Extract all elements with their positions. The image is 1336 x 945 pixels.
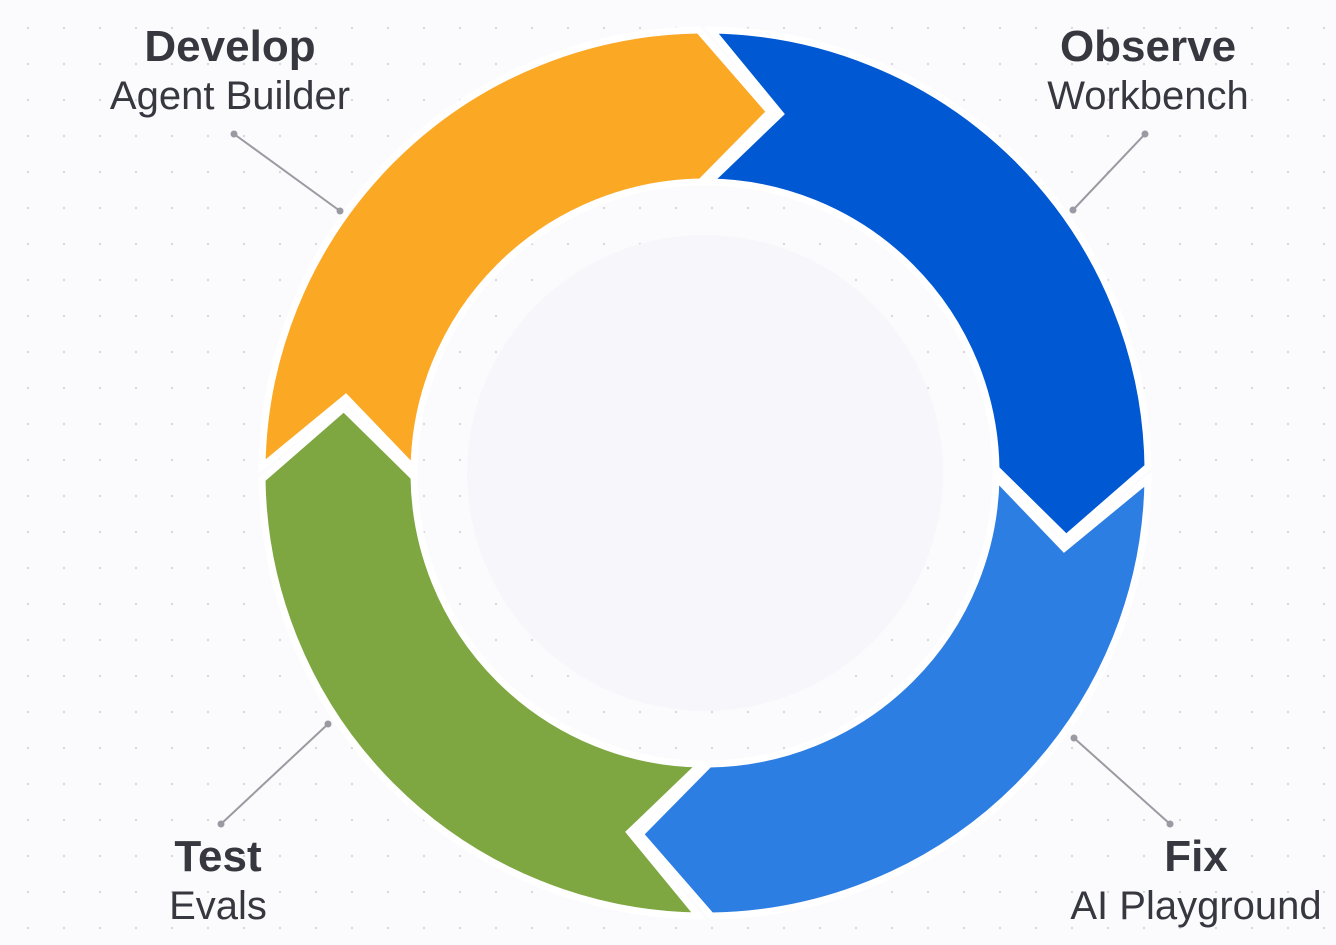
test-subtitle: Evals: [169, 884, 267, 928]
fix-subtitle: AI Playground: [1070, 884, 1322, 928]
connector-dot: [217, 820, 225, 828]
observe-subtitle: Workbench: [1047, 74, 1249, 118]
segment-develop: [258, 26, 775, 478]
connector-develop: [230, 130, 344, 215]
segment-observe: [700, 26, 1152, 543]
label-observe: Observe Workbench: [1047, 22, 1249, 120]
segment-fix: [635, 468, 1152, 920]
connector-dot: [336, 207, 344, 215]
develop-subtitle: Agent Builder: [109, 74, 351, 118]
connector-dot: [324, 720, 332, 728]
observe-title: Observe: [1059, 22, 1237, 71]
label-test: Test Evals: [169, 832, 267, 930]
fix-title: Fix: [1164, 832, 1228, 881]
connector-fix: [1070, 734, 1174, 828]
segment-test: [258, 403, 710, 920]
connector-test: [217, 720, 332, 828]
label-fix: Fix AI Playground: [1070, 832, 1321, 930]
connector-lines: [217, 130, 1174, 828]
connector-dot: [230, 130, 238, 138]
develop-title: Develop: [144, 22, 316, 71]
connector-dot: [1141, 130, 1149, 138]
cycle-segments: [258, 26, 1152, 920]
connector-dot: [1069, 206, 1077, 214]
connector-dot: [1070, 734, 1078, 742]
test-title: Test: [174, 832, 262, 881]
label-develop: Develop Agent Builder: [110, 22, 350, 120]
center-disc: [467, 235, 943, 711]
connector-observe: [1069, 130, 1149, 214]
connector-dot: [1166, 820, 1174, 828]
